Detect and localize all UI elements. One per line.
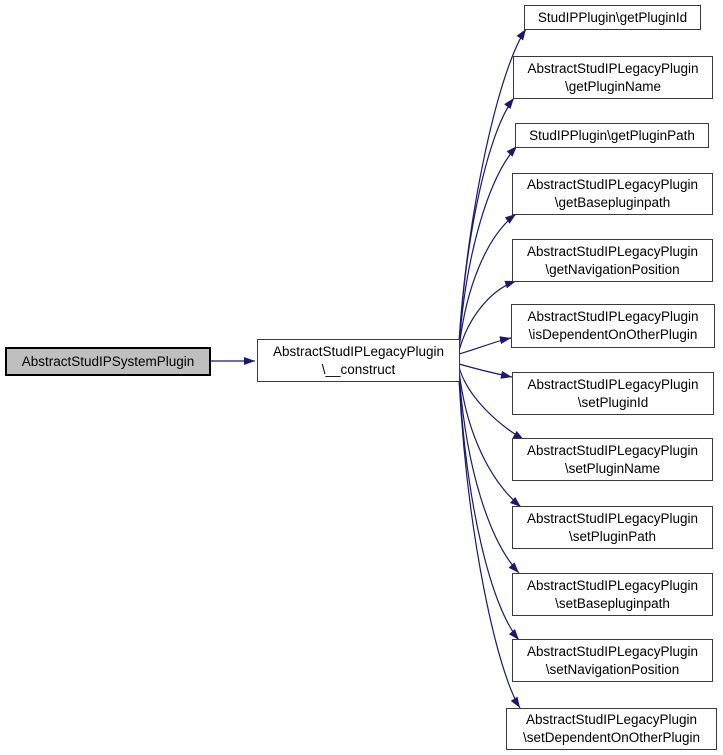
node-label: AbstractStudIPLegacyPlugin: [527, 60, 699, 76]
node-label: \setDependentOnOtherPlugin: [522, 730, 701, 745]
node-label: \setPluginPath: [568, 528, 657, 544]
node-isDependentOnOtherPlugin[interactable]: AbstractStudIPLegacyPlugin \isDependentO…: [511, 304, 715, 348]
node-setPluginName[interactable]: AbstractStudIPLegacyPlugin \setPluginNam…: [512, 438, 713, 481]
node-label: \getBasepluginpath: [554, 195, 671, 210]
edge-to-setBasepluginpath: [458, 372, 520, 574]
node-getPluginId[interactable]: StudIPPlugin\getPluginId: [524, 5, 701, 30]
edge-to-isDependentOnOtherPlugin: [458, 336, 512, 355]
node-label: AbstractStudIPLegacyPlugin: [526, 442, 699, 458]
node-label: AbstractStudIPLegacyPlugin: [526, 243, 699, 259]
node-label: AbstractStudIPLegacyPlugin: [526, 177, 699, 192]
node-label: \setPluginName: [564, 460, 661, 476]
node-label: AbstractStudIPLegacyPlugin: [527, 376, 699, 392]
node-getPluginPath[interactable]: StudIPPlugin\getPluginPath: [515, 123, 709, 148]
node-construct[interactable]: AbstractStudIPLegacyPlugin \__construct: [257, 339, 460, 382]
node-label: \getNavigationPosition: [545, 261, 680, 277]
node-setPluginId[interactable]: AbstractStudIPLegacyPlugin \setPluginId: [512, 372, 714, 415]
node-setDependentOnOtherPlugin[interactable]: AbstractStudIPLegacyPlugin \setDependent…: [506, 708, 717, 750]
edge-to-getPluginPath: [458, 145, 518, 348]
node-label: AbstractStudIPSystemPlugin: [21, 353, 195, 369]
node-getBasepluginpath[interactable]: AbstractStudIPLegacyPlugin \getBaseplugi…: [512, 173, 713, 215]
node-label: \getPluginName: [564, 78, 662, 94]
node-setBasepluginpath[interactable]: AbstractStudIPLegacyPlugin \setBaseplugi…: [512, 573, 713, 616]
node-label: AbstractStudIPLegacyPlugin: [526, 577, 699, 593]
node-label: AbstractStudIPLegacyPlugin: [526, 643, 699, 659]
node-setPluginPath[interactable]: AbstractStudIPLegacyPlugin \setPluginPat…: [512, 506, 713, 549]
node-abstract-studip-system-plugin: AbstractStudIPSystemPlugin: [5, 347, 211, 376]
node-getPluginName[interactable]: AbstractStudIPLegacyPlugin \getPluginNam…: [513, 56, 713, 99]
edge-to-getPluginName: [458, 97, 515, 346]
edge-to-setPluginPath: [458, 369, 522, 508]
node-label: AbstractStudIPLegacyPlugin: [527, 309, 699, 324]
node-label: AbstractStudIPLegacyPlugin: [272, 343, 445, 359]
edge-to-setPluginId: [458, 363, 513, 379]
node-label: \setPluginId: [577, 394, 649, 410]
edge-to-getBasepluginpath: [458, 213, 517, 350]
edge-to-setDependentOnOtherPlugin: [458, 378, 521, 709]
node-label: StudIPPlugin\getPluginId: [537, 9, 688, 25]
node-label: \setNavigationPosition: [545, 661, 680, 677]
node-label: StudIPPlugin\getPluginPath: [529, 127, 695, 143]
node-label: AbstractStudIPLegacyPlugin: [526, 510, 699, 526]
edge-to-setPluginName: [458, 366, 525, 441]
edge-to-getNavigationPosition: [458, 280, 517, 352]
node-setNavigationPosition[interactable]: AbstractStudIPLegacyPlugin \setNavigatio…: [512, 639, 713, 682]
node-label: \isDependentOnOtherPlugin: [528, 327, 698, 342]
node-label: \setBasepluginpath: [555, 595, 670, 611]
node-label: AbstractStudIPLegacyPlugin: [525, 712, 698, 727]
edge-to-setNavigationPosition: [458, 375, 520, 641]
node-label: \__construct: [321, 361, 396, 377]
node-getNavigationPosition[interactable]: AbstractStudIPLegacyPlugin \getNavigatio…: [512, 239, 713, 282]
